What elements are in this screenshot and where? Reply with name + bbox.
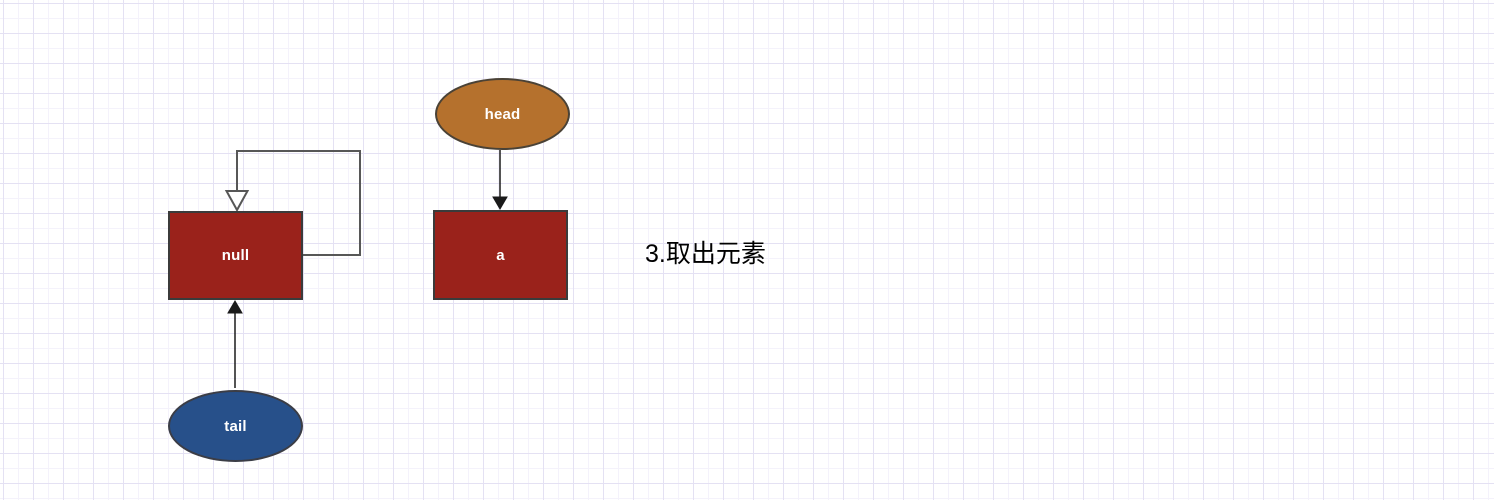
node-null[interactable]: null — [168, 211, 303, 300]
node-tail[interactable]: tail — [168, 390, 303, 462]
arrowhead-hollow-icon — [224, 190, 250, 213]
node-a[interactable]: a — [433, 210, 568, 300]
node-head-label: head — [484, 105, 521, 123]
node-head[interactable]: head — [435, 78, 570, 150]
edge-head-to-a[interactable] — [492, 150, 508, 210]
node-tail-label: tail — [224, 417, 247, 435]
node-a-label: a — [496, 246, 505, 264]
arrowhead-filled-icon — [227, 300, 243, 314]
node-null-label: null — [221, 247, 250, 264]
arrowhead-filled-icon — [492, 196, 508, 210]
edge-tail-to-null[interactable] — [227, 300, 243, 388]
caption-text[interactable]: 3.取出元素 — [645, 240, 766, 268]
